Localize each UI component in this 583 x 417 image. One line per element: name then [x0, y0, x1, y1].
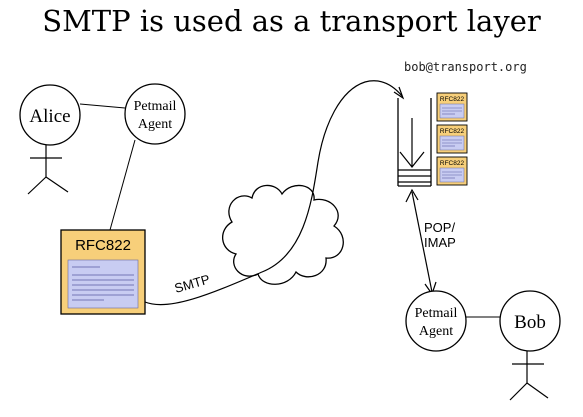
- agent-left-line2: Agent: [138, 117, 172, 132]
- queued-message-3-label: RFC822: [440, 160, 465, 167]
- pop-up-arrowhead-icon: [405, 188, 419, 203]
- smtp-transfer-path: [144, 80, 403, 306]
- agent-right-line2: Agent: [419, 324, 453, 339]
- smtp-label: SMTP: [173, 272, 212, 296]
- alice-agent-link: [79, 103, 126, 109]
- diagram-title: SMTP is used as a transport layer: [42, 4, 541, 38]
- alice-label: Alice: [29, 106, 70, 127]
- bob-node: Bob: [499, 290, 561, 401]
- petmail-agent-right: Petmail Agent: [405, 290, 467, 352]
- agent-left-line1: Petmail: [134, 99, 177, 114]
- mailbox-address: bob@transport.org: [404, 60, 527, 74]
- bob-figure-icon: [509, 351, 549, 401]
- network-cloud: [222, 184, 344, 285]
- pop-label-line1: POP/: [424, 220, 455, 235]
- rfc822-message: RFC822: [60, 229, 146, 315]
- queued-message-2: RFC822: [436, 124, 468, 154]
- queued-message-3: RFC822: [436, 156, 468, 186]
- queued-message-1-label: RFC822: [440, 96, 465, 103]
- pop-label-line2: IMAP: [424, 235, 456, 250]
- agent-right-line1: Petmail: [415, 306, 458, 321]
- agent-message-link: [109, 139, 136, 231]
- queued-message-1: RFC822: [436, 92, 468, 122]
- queued-message-2-label: RFC822: [440, 128, 465, 135]
- bob-label: Bob: [514, 312, 546, 333]
- smtp-arrowhead-icon: [393, 86, 405, 100]
- alice-figure-icon: [27, 145, 69, 195]
- petmail-agent-left: Petmail Agent: [124, 83, 186, 145]
- alice-node: Alice: [19, 84, 81, 195]
- message-text-lines: [72, 266, 134, 301]
- message-label: RFC822: [75, 237, 131, 254]
- mail-queue: [397, 98, 432, 187]
